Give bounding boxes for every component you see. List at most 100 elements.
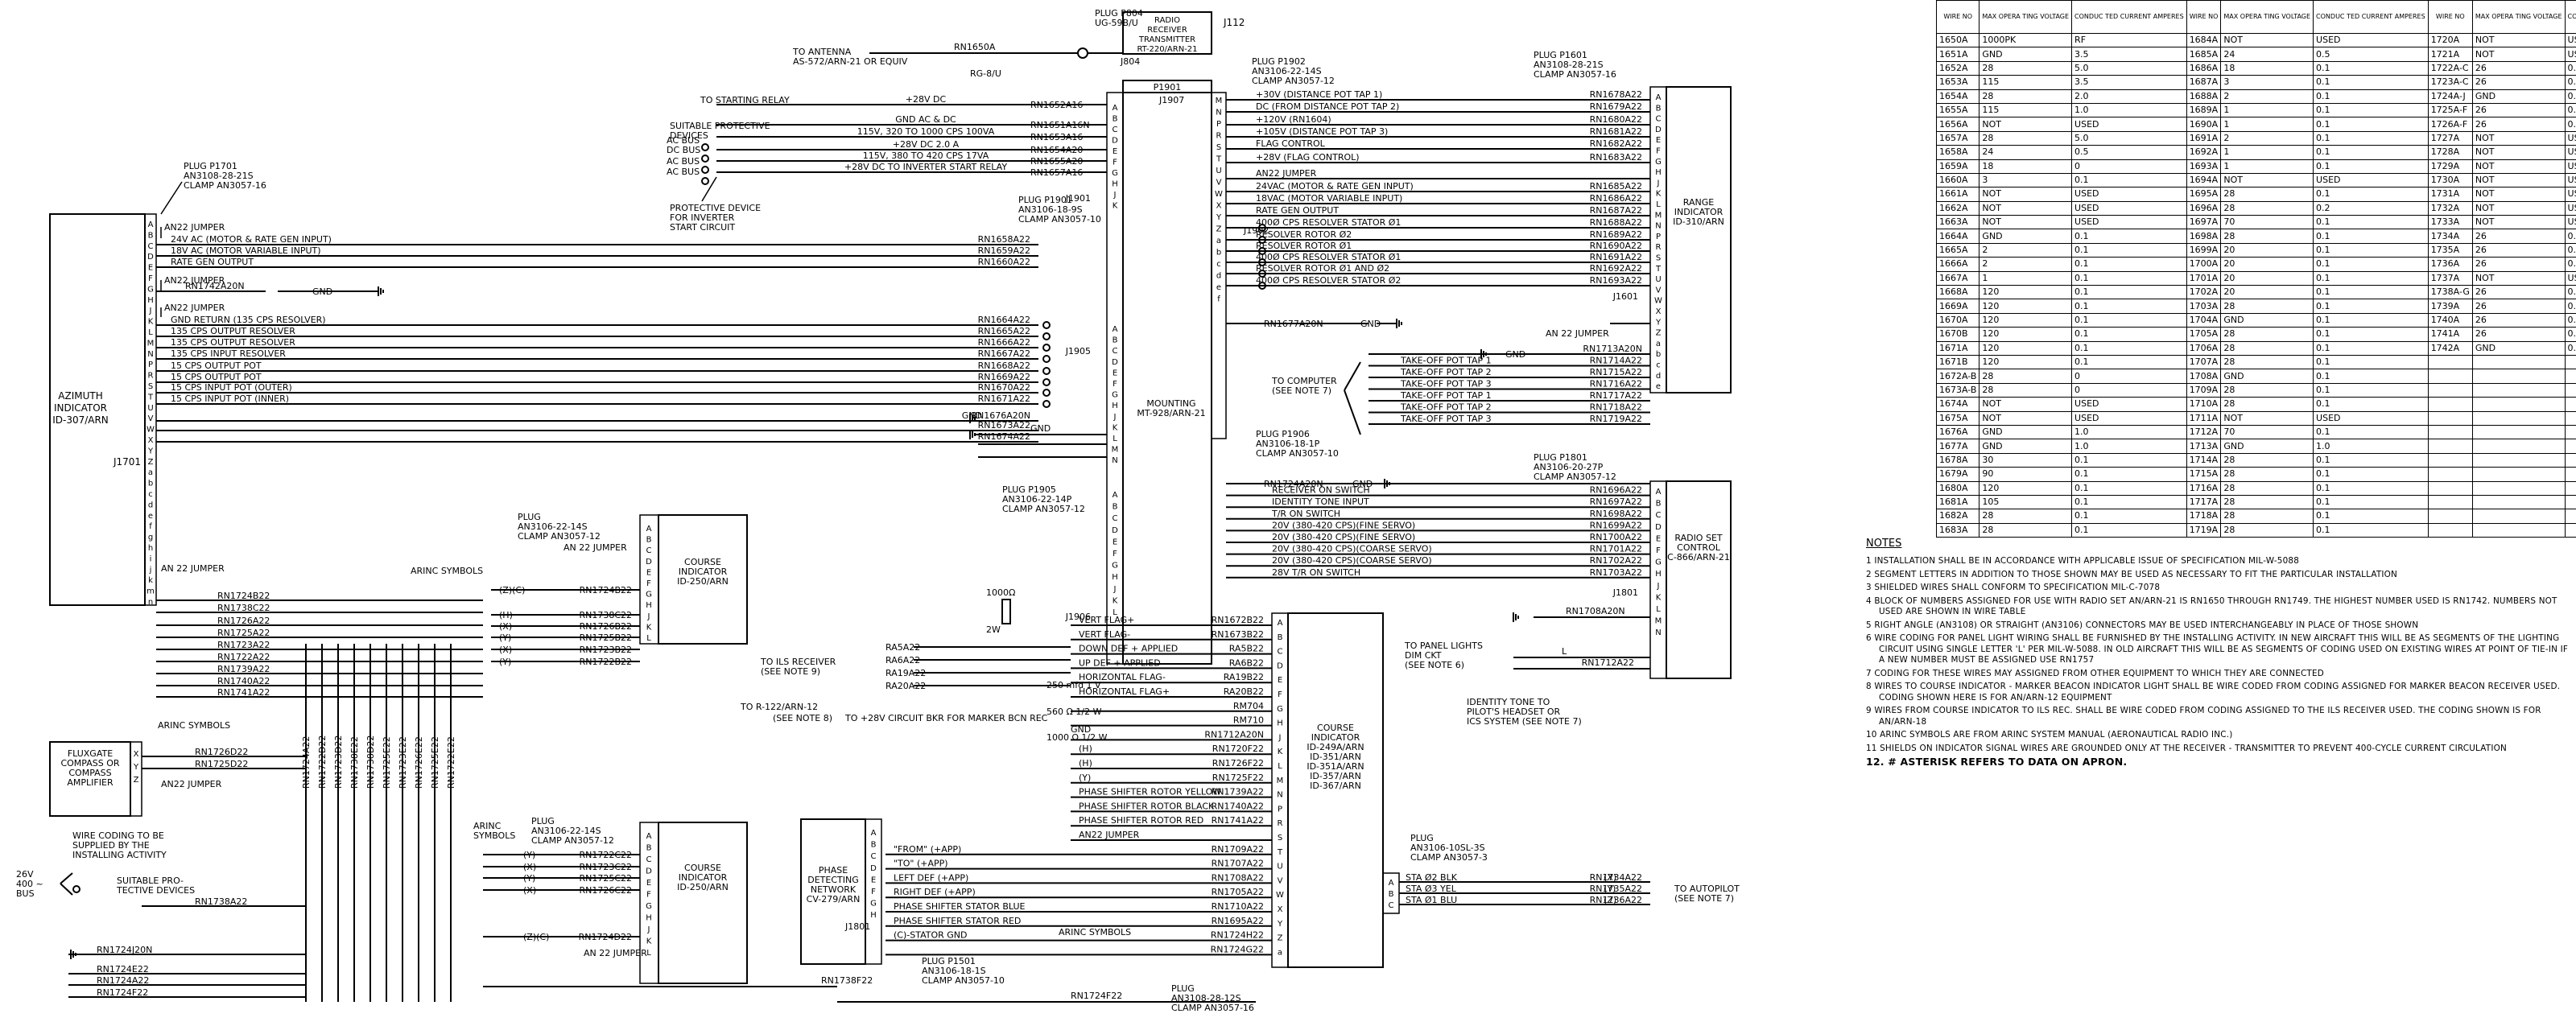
ci3-pin: Z [1278, 934, 1283, 943]
gnd-label: GND [1030, 423, 1051, 434]
ci3-pin: V [1278, 876, 1283, 885]
leftbus-wire-number: RN1738C22 [217, 603, 270, 613]
ci2-tag: (Z)(C) [523, 932, 549, 942]
bottom-wire-number: RN1724A22 [97, 975, 149, 986]
wire-table-cell: 1731A [2427, 187, 2473, 202]
gnd-label: GND [1360, 319, 1381, 329]
j1905-pin: N [1112, 456, 1117, 465]
ci3-wire-label: "TO" (+APP) [894, 859, 948, 869]
wire-coding-label: SUPPLIED BY THE [72, 840, 150, 851]
wire-table-cell: 1000PK [1979, 32, 2073, 48]
ap-tag: (Y) [1604, 884, 1616, 894]
j1905-pin: C [1113, 347, 1118, 356]
wire-table-cell: 1708A [2186, 369, 2222, 384]
leftbus-wire-number: RN1741A22 [217, 687, 270, 698]
wire-table-cell: 120 [1979, 354, 2073, 370]
phase-label: DETECTING [807, 875, 859, 885]
ils-wire-number: RA19A22 [886, 668, 926, 678]
wire-table-cell: 1.0 [2313, 439, 2429, 454]
range-pin: R [1656, 243, 1662, 252]
ci2-pin: C [646, 855, 652, 864]
ci3-pin: A [1278, 619, 1283, 628]
wire-table-cell: 1.0 [2071, 424, 2187, 440]
range-pin: a [1656, 340, 1661, 348]
wire-table-cell [2427, 494, 2473, 510]
wire-table-cell: 28 [2220, 509, 2314, 524]
ci3-wire-number: RA6B22 [1229, 657, 1264, 668]
leftbus-wire-number: RN1739A22 [217, 664, 270, 674]
wire-table-cell [2564, 467, 2576, 482]
wire-table-cell: 1737A [2427, 270, 2473, 286]
ils-wire-number: RA6A22 [886, 655, 920, 665]
wire-table-row: 1650A1000PKRF1684ANOTUSED1720ANOTUSED [1935, 32, 2576, 48]
wire-table-cell: 1710A [2186, 397, 2222, 412]
ci1-pin: G [646, 591, 652, 600]
wire-number: RN1668A22 [978, 361, 1030, 371]
ci2-pin: B [646, 844, 652, 853]
ci3-pin: P [1278, 805, 1282, 814]
ci3-pin: N [1277, 791, 1282, 800]
rsc-pin: L [1656, 605, 1661, 614]
note-item: 2 SEGMENT LETTERS IN ADDITION TO THOSE S… [1866, 569, 2398, 579]
range-pin: N [1655, 222, 1661, 231]
ci1-pin: D [646, 558, 652, 567]
azimuth-pin: a [148, 468, 153, 477]
wire-label: 18V AC (MOTOR VARIABLE INPUT) [171, 245, 321, 256]
wire-table-cell [2471, 480, 2566, 496]
azimuth-pin: N [147, 350, 153, 359]
wire-table-cell: NOT [2220, 32, 2314, 48]
range-wire-number: RN1681A22 [1590, 126, 1642, 137]
rsc-wire-label: T/R ON SWITCH [1271, 509, 1340, 519]
ci2-pin: L [646, 949, 651, 958]
wire-table-cell: 0.1 [2071, 257, 2187, 272]
range-wire-label: +105V (DISTANCE POT TAP 3) [1256, 126, 1388, 137]
wire-number: RN1665A22 [978, 326, 1030, 336]
wire-table-cell: 24 [1979, 145, 2073, 160]
range-wire-label: 24VAC (MOTOR & RATE GEN INPUT) [1256, 181, 1414, 192]
wire-table-cell: USED [2313, 32, 2429, 48]
rsc-wire-label: 20V (380-420 CPS)(COARSE SERVO) [1272, 555, 1432, 566]
ils-wire-number: RA5A22 [886, 642, 920, 653]
wire-table-cell: 28 [2220, 299, 2314, 314]
wire-table-cell: 1665A [1935, 242, 1980, 258]
wire-table-cell: 30 [1979, 452, 2073, 468]
power-wire-label: +28V DC TO INVERTER START RELAY [844, 162, 1007, 172]
rsc-wire-number: RN1696A22 [1590, 485, 1642, 496]
rsc-pin: G [1655, 558, 1662, 567]
range-pin: T [1655, 265, 1662, 274]
ci2-tag: (X) [523, 885, 536, 896]
prot-label: DEVICES [670, 130, 708, 141]
wire-table-cell: 28 [2220, 522, 2314, 538]
ci1-tag: (Z)(C) [499, 585, 525, 595]
phase-pin: A [871, 829, 877, 838]
wire-table-cell: 1707A [2186, 354, 2222, 370]
prot-label: SUITABLE PROTECTIVE [670, 121, 770, 131]
bus-label: BUS [16, 888, 35, 899]
range-wire-label: +120V (RN1604) [1256, 114, 1331, 125]
wire-table-cell: 0.1 [2071, 312, 2187, 328]
wire-table-cell [2564, 494, 2576, 510]
range-wire-label: 400Ø CPS RESOLVER STATOR Ø2 [1256, 275, 1401, 286]
shield-ring [1042, 378, 1051, 386]
sta-label: STA Ø1 BLU [1406, 895, 1457, 905]
ci3-wire-label: VERT FLAG- [1079, 629, 1130, 640]
wire-table-cell: GND [1979, 229, 2073, 244]
wire-table-cell: 0.1 [2071, 285, 2187, 300]
j1902-pin: V [1216, 179, 1222, 187]
component-box [130, 741, 142, 817]
ci1-pin: B [646, 536, 652, 545]
wire-table-cell: 1688A [2186, 89, 2222, 104]
wire-table-cell: 28 [2220, 200, 2314, 216]
wire-table-cell: 0.1 [2313, 60, 2429, 76]
tone-label: IDENTITY TONE TO [1467, 697, 1550, 707]
component-box [1122, 11, 1212, 55]
wire-line [1344, 389, 1361, 435]
ci3-wire-label: (Y) [1079, 773, 1091, 783]
shield-ring [1258, 258, 1266, 266]
wire-table-cell: 28 [2220, 229, 2314, 244]
ils-label: TO +28V CIRCUIT BKR FOR MARKER BCN REC [844, 713, 1048, 723]
